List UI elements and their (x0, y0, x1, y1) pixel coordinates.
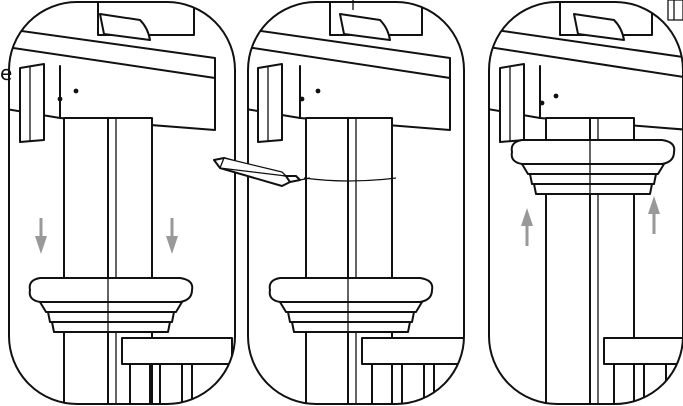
panel-step-3 (488, 0, 683, 405)
post-cap (268, 277, 434, 333)
panel-frame-3 (488, 1, 683, 405)
edge-fragment (667, 0, 683, 21)
post-cap (510, 139, 676, 195)
edge-text: e (0, 61, 12, 85)
post-cap (28, 277, 194, 333)
up-arrow-icon (648, 196, 660, 234)
panel-step-1 (8, 1, 236, 405)
up-arrow-icon (521, 208, 533, 246)
panel-frame-1 (8, 1, 236, 405)
down-arrow-icon (35, 218, 47, 254)
down-arrow-icon (166, 218, 178, 254)
utility-knife-icon (213, 157, 311, 187)
panel-step-2 (213, 0, 465, 405)
panel-frame-2 (247, 1, 465, 405)
